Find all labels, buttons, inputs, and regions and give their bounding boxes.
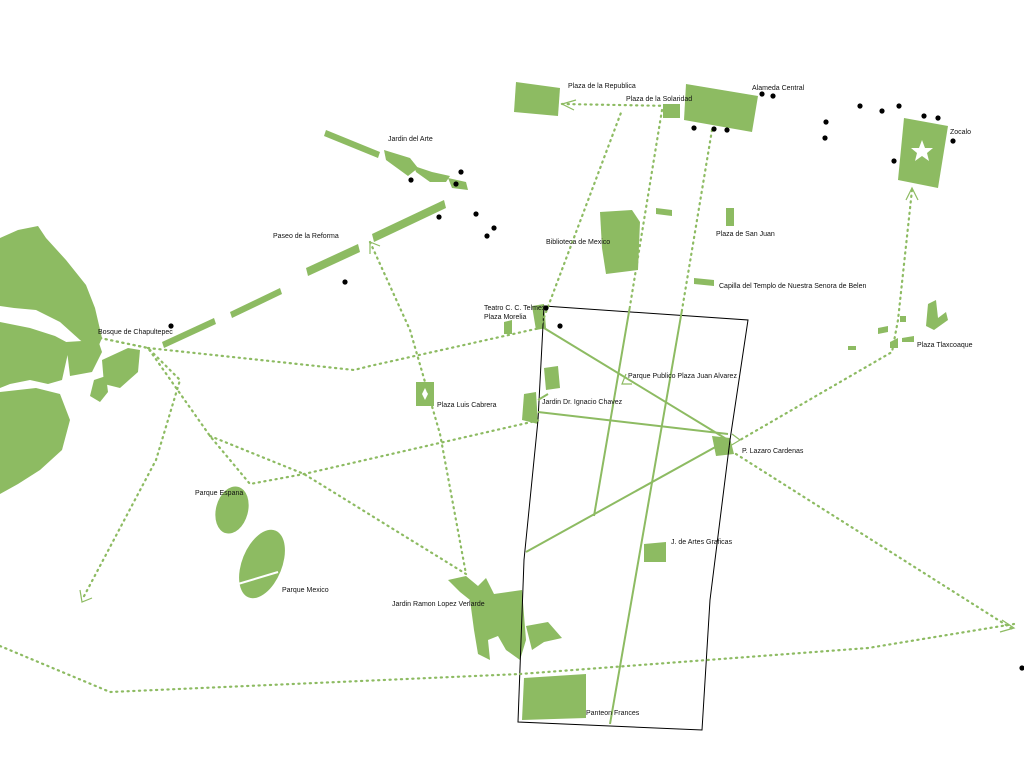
plaza-de-la-republica-park xyxy=(514,82,560,116)
study-area-boundary xyxy=(517,305,749,731)
bosque-de-chapultepec-area xyxy=(0,226,140,494)
label-bosque-de-chapultepec: Bosque de Chapultepec xyxy=(98,329,173,336)
plaza-de-la-solaridad-park xyxy=(663,104,680,118)
label-jardin-dr-ignacio-chavez: Jardin Dr. Ignacio Chavez xyxy=(542,399,623,406)
place-labels: Plaza de la Republica Plaza de la Solari… xyxy=(98,83,973,717)
label-plaza-luis-cabrera: Plaza Luis Cabrera xyxy=(437,402,497,409)
parque-publico-plaza-juan-alvarez-park xyxy=(544,366,560,390)
paseo-de-la-reforma-strips xyxy=(162,130,468,348)
parque-espana-park xyxy=(215,486,249,534)
alameda-central-park xyxy=(684,84,758,132)
plaza-morelia-park xyxy=(504,320,512,334)
label-parque-mexico: Parque Mexico xyxy=(282,587,329,594)
label-plaza-de-la-republica: Plaza de la Republica xyxy=(568,83,636,90)
label-parque-publico-plaza-juan-alvarez: Parque Publico Plaza Juan Alvarez xyxy=(628,373,737,380)
label-capilla-belen: Capilla del Templo de Nuestra Senora de … xyxy=(719,283,866,290)
label-p-lazaro-cardenas: P. Lazaro Cardenas xyxy=(742,448,804,455)
jardin-ramon-lopez-verlarde-park xyxy=(448,576,526,660)
landmark-dots xyxy=(168,91,1024,671)
plaza-tlaxcoaque-park xyxy=(926,300,948,330)
label-plaza-morelia: Plaza Morelia xyxy=(484,314,527,321)
label-jardin-ramon-lopez-verlarde: Jardin Ramon Lopez Verlarde xyxy=(392,601,485,608)
jardin-dr-ignacio-chavez-park xyxy=(522,392,538,424)
label-paseo-de-la-reforma: Paseo de la Reforma xyxy=(273,233,339,240)
internal-green-axes xyxy=(525,305,729,725)
pedestrian-routes xyxy=(0,102,1016,694)
label-parque-espana: Parque Espana xyxy=(195,490,243,497)
label-biblioteca-de-mexico: Biblioteca de Mexico xyxy=(546,239,610,246)
label-plaza-de-la-solaridad: Plaza de la Solaridad xyxy=(626,96,692,103)
label-panteon-frances: Panteon Frances xyxy=(586,710,640,717)
label-j-de-artes-graficas: J. de Artes Graficas xyxy=(671,539,733,546)
label-jardin-del-arte: Jardin del Arte xyxy=(388,136,433,143)
panteon-frances-park xyxy=(522,674,586,720)
star-icon xyxy=(911,140,933,161)
label-plaza-tlaxcoaque: Plaza Tlaxcoaque xyxy=(917,342,973,349)
biblioteca-de-mexico-park xyxy=(600,210,640,274)
label-alameda-central: Alameda Central xyxy=(752,85,805,92)
label-teatro-telmex: Teatro C. C. Telmex xyxy=(484,305,546,312)
route-arrowheads xyxy=(79,99,1016,633)
label-plaza-de-san-juan: Plaza de San Juan xyxy=(716,231,775,238)
j-de-artes-graficas-park xyxy=(644,542,666,562)
label-zocalo: Zocalo xyxy=(950,129,971,136)
